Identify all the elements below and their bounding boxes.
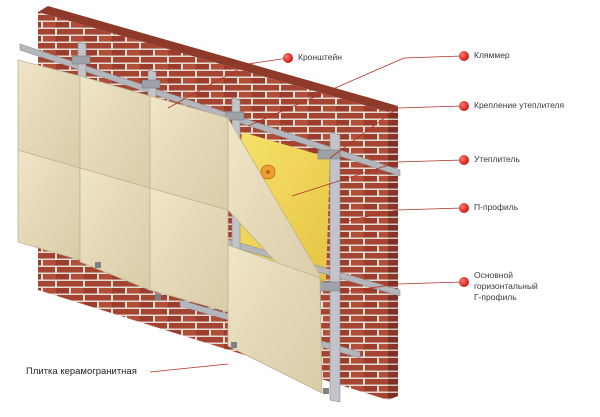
label-insulation-fastener: Крепление утеплителя [474,100,565,110]
marker-dot [459,277,469,287]
label-main-profile-line3: Г-профиль [474,292,517,302]
marker-dot [283,53,293,63]
clamps [95,262,329,394]
brick-wall-side [388,106,398,400]
label-main-profile-line2: горизонтальный [474,281,538,291]
marker-dot [459,203,469,213]
label-p-profile: П-профиль [474,202,519,212]
label-clamp: Кляммер [474,50,510,60]
ceramic-tiles [17,59,323,394]
label-insulation: Утеплитель [474,154,520,164]
insulation-fastener [260,164,276,180]
marker-dot [459,51,469,61]
marker-dots [283,51,469,287]
label-main-profile-line1: Основной [474,270,513,280]
label-bracket: Кронштейн [298,52,342,62]
brick-wall-top [38,6,398,112]
leader-lines [149,55,463,373]
marker-dot [459,155,469,165]
label-tile: Плитка керамогранитная [26,366,137,377]
marker-dot [459,101,469,111]
